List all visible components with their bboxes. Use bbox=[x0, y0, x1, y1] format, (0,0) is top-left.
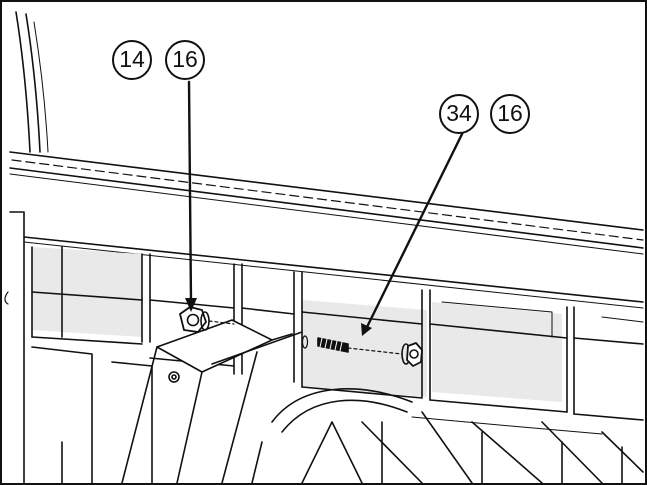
left-arrowhead bbox=[185, 298, 197, 312]
lower-frame bbox=[31, 346, 644, 483]
tub-body bbox=[4, 211, 644, 483]
arrowheads bbox=[185, 298, 372, 336]
top-rail bbox=[9, 151, 644, 255]
compartment-shading bbox=[32, 247, 562, 402]
support-bar bbox=[121, 319, 303, 483]
callout-16-left: 16 bbox=[165, 40, 205, 80]
callout-16-right: 16 bbox=[490, 94, 530, 134]
left-leader-line bbox=[187, 80, 193, 304]
right-arrowhead bbox=[361, 323, 372, 336]
compartment-ribs bbox=[31, 246, 644, 421]
callout-34-right: 34 bbox=[439, 94, 479, 134]
right-leader-line bbox=[365, 128, 466, 329]
callout-14-left: 14 bbox=[112, 40, 152, 80]
leader-arrows bbox=[187, 80, 466, 329]
right-bolt bbox=[301, 335, 423, 367]
curved-panel-edge bbox=[15, 11, 49, 153]
